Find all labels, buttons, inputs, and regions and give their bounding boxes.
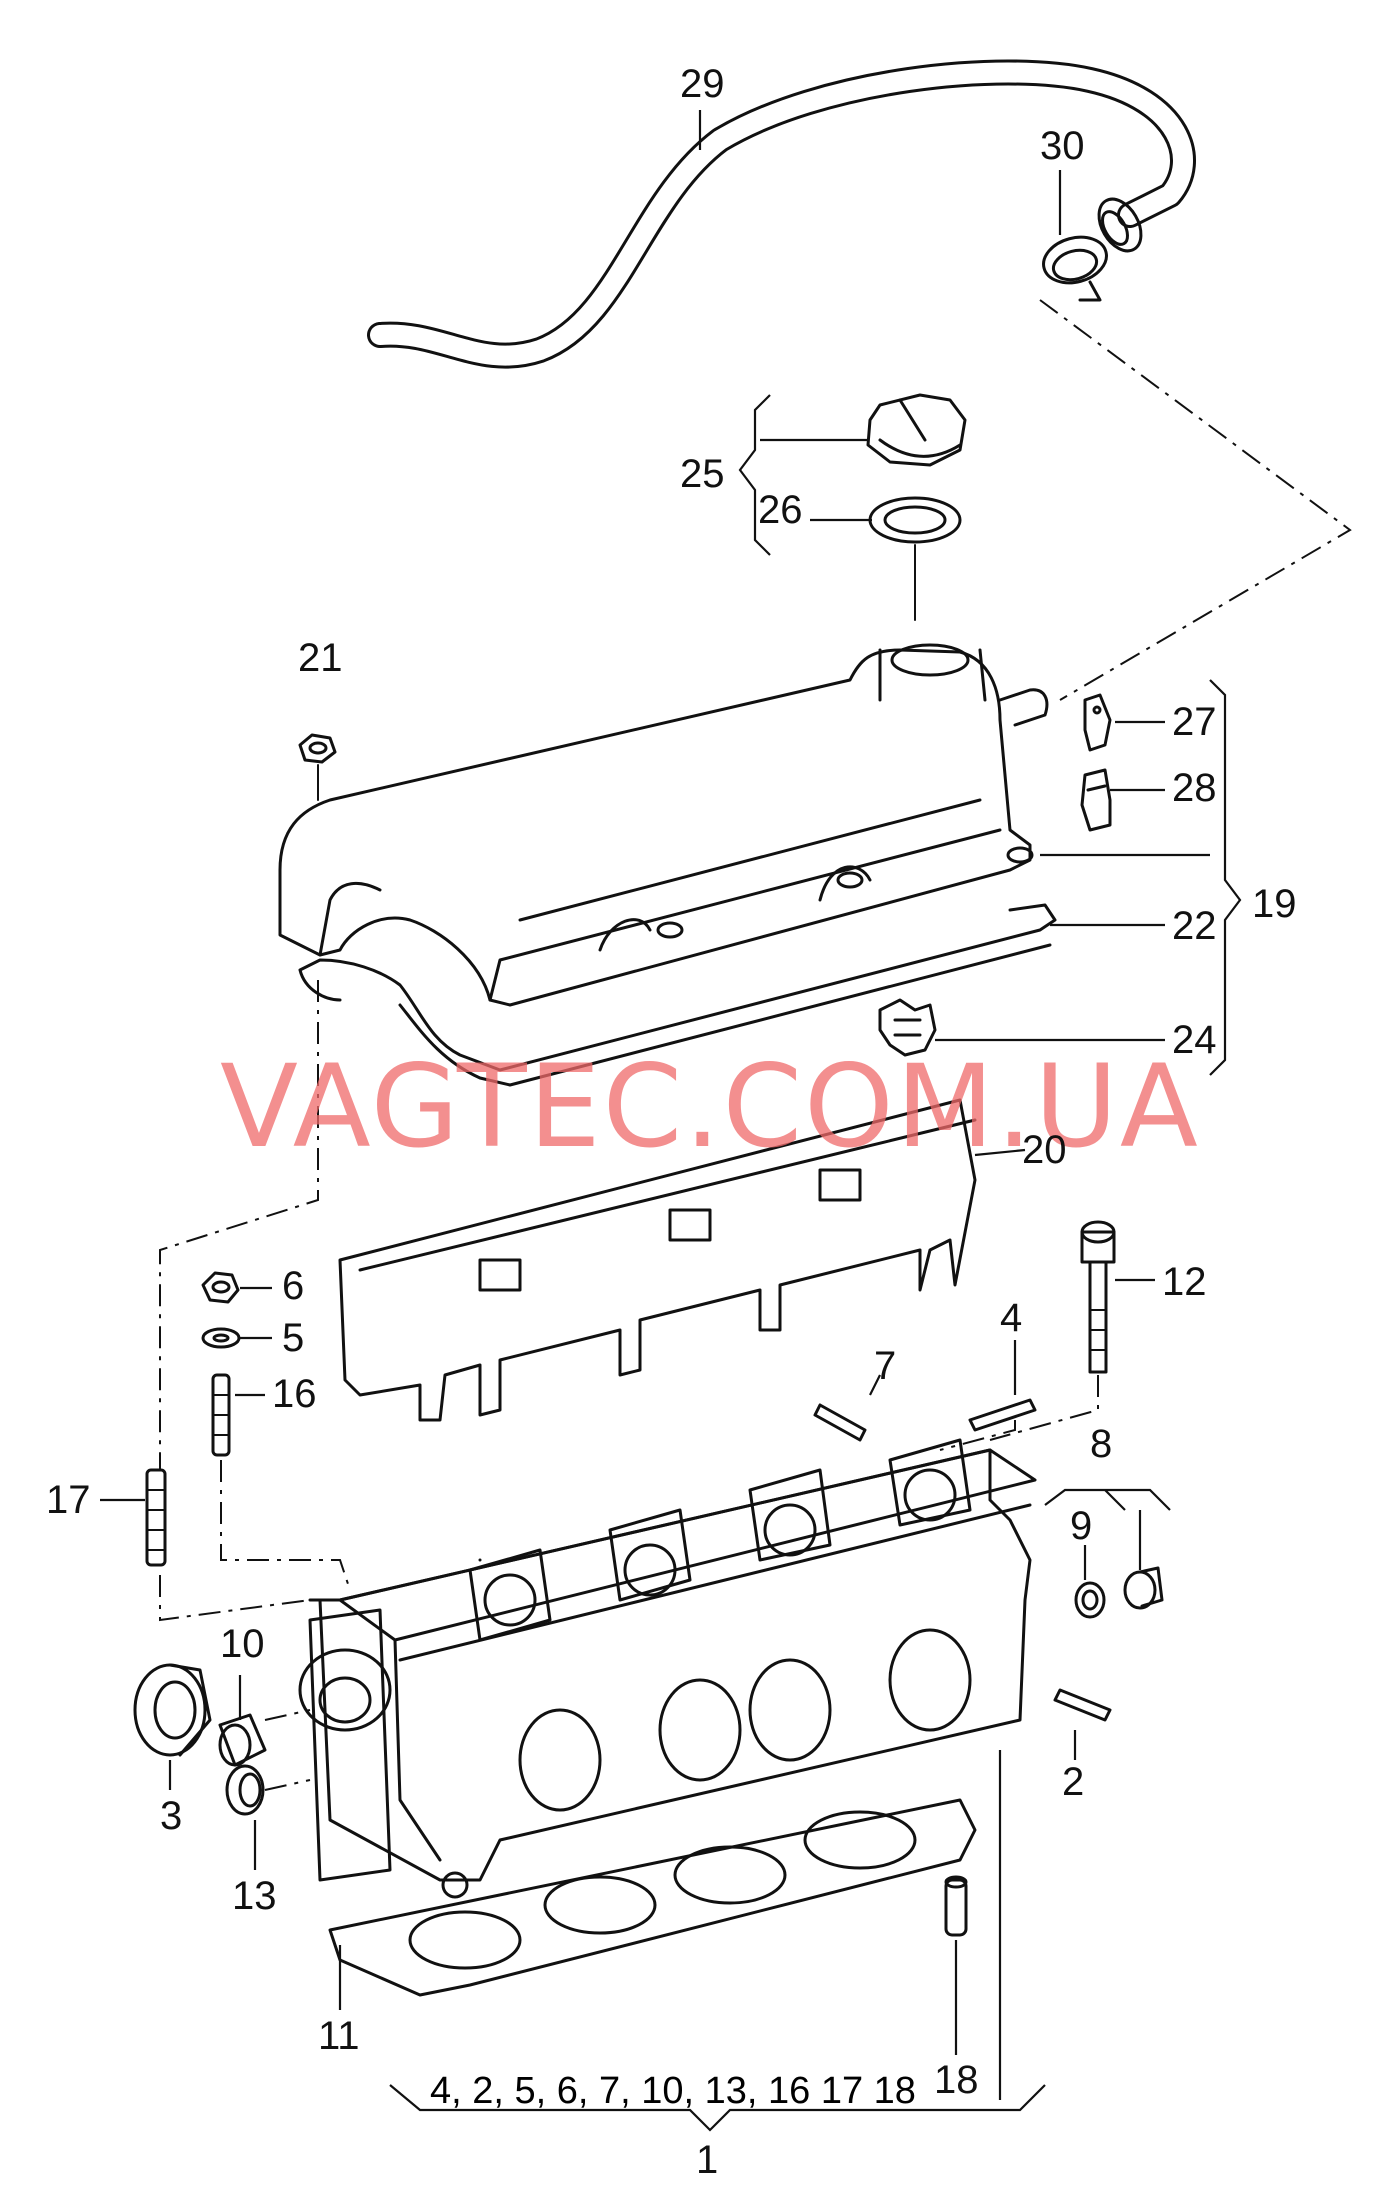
stud-7	[813, 1403, 867, 1442]
stud-16	[211, 1373, 231, 1457]
bolt-12	[1080, 1220, 1116, 1374]
nut-6	[201, 1271, 240, 1304]
callout-12: 12	[1162, 1260, 1207, 1304]
dowel-4	[968, 1398, 1037, 1432]
filler-cap-seal	[868, 496, 962, 544]
valve-18	[944, 1875, 968, 1937]
callout-4: 4	[1000, 1296, 1023, 1340]
seal-ring-9	[1074, 1581, 1106, 1619]
callout-1: 1	[696, 2138, 719, 2182]
callout-27: 27	[1172, 700, 1217, 744]
callout-6: 6	[282, 1264, 305, 1308]
oil-deflector	[338, 1098, 977, 1422]
callout-2: 2	[1062, 1760, 1085, 1804]
callout-8: 8	[1090, 1422, 1113, 1466]
plug-8	[1123, 1566, 1164, 1610]
cylinder-head-cover	[278, 643, 1049, 1007]
callout-28: 28	[1172, 766, 1217, 810]
bushing-10	[218, 1713, 267, 1767]
callout-20: 20	[1022, 1128, 1067, 1172]
callout-17: 17	[46, 1478, 91, 1522]
kit-contents-label: 4, 2, 5, 6, 7, 10, 13, 16 17 18	[430, 2070, 916, 2112]
callout-24: 24	[1172, 1018, 1217, 1062]
callout-21: 21	[298, 636, 343, 680]
cover-nut	[298, 733, 337, 764]
stud-2	[1053, 1688, 1112, 1722]
callout-5: 5	[282, 1316, 305, 1360]
hose-clamp	[1042, 235, 1108, 302]
ring-13	[225, 1764, 265, 1816]
cover-gasket	[298, 903, 1057, 1087]
breather-hose	[367, 59, 1196, 369]
oil-filler-cap	[866, 393, 967, 467]
callout-26: 26	[758, 488, 803, 532]
callout-22: 22	[1172, 904, 1217, 948]
callout-9: 9	[1070, 1504, 1093, 1548]
callout-3: 3	[160, 1794, 183, 1838]
callout-13: 13	[232, 1874, 277, 1918]
callout-16: 16	[272, 1372, 317, 1416]
washer-5	[201, 1327, 241, 1349]
head-gasket	[328, 1798, 977, 1997]
bracket	[1083, 693, 1112, 752]
cylinder-head	[298, 1438, 1037, 1899]
bracket-plate	[1080, 768, 1112, 832]
callout-25: 25	[680, 452, 725, 496]
cover-clip	[878, 998, 937, 1057]
callout-18: 18	[934, 2058, 979, 2102]
callout-19: 19	[1252, 882, 1297, 926]
callout-29: 29	[680, 62, 725, 106]
stud-17	[145, 1468, 167, 1567]
callout-11: 11	[318, 2014, 360, 2058]
callout-10: 10	[220, 1622, 265, 1666]
callout-7: 7	[874, 1344, 897, 1388]
oil-seal-3	[133, 1663, 212, 1757]
watermark: VAGTEC.COM.UA	[220, 1040, 1200, 1173]
callout-30: 30	[1040, 124, 1085, 168]
